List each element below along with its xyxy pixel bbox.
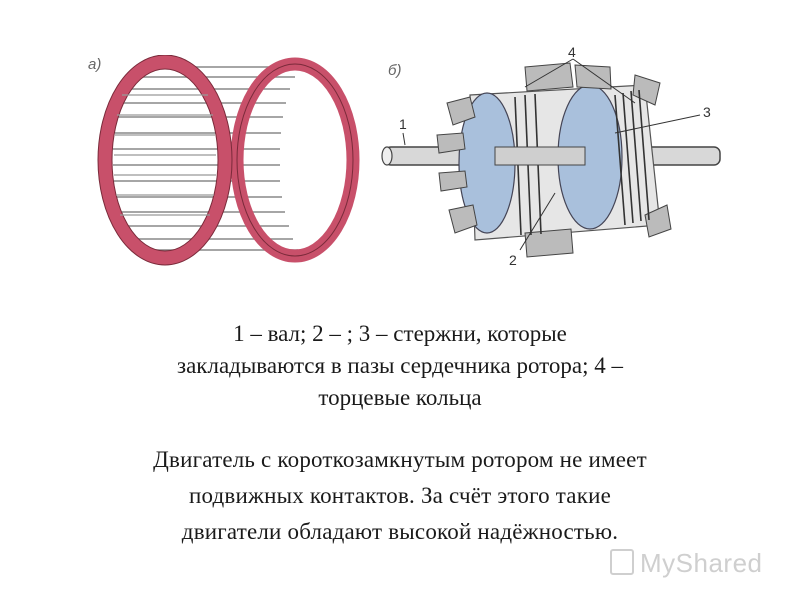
squirrel-cage-illustration: [97, 55, 360, 266]
figure-caption: 1 – вал; 2 – ; 3 – стержни, которые закл…: [130, 318, 670, 414]
body-paragraph: Двигатель с короткозамкнутым ротором не …: [90, 442, 710, 550]
back-end-ring: [230, 57, 360, 263]
callout-4: 4: [568, 45, 576, 60]
callout-2: 2: [509, 252, 517, 268]
figure-b-label: б): [388, 62, 402, 79]
caption-line-1: 1 – вал; 2 – ; 3 – стержни, которые: [233, 321, 567, 346]
watermark-text: MyShared: [640, 548, 763, 578]
figure-a-label: а): [88, 56, 102, 73]
body-line-3: двигатели обладают высокой надёжностью.: [181, 519, 619, 544]
front-end-ring: [98, 55, 232, 265]
watermark-logo-icon: [610, 549, 634, 575]
watermark: MyShared: [610, 548, 763, 579]
callout-3: 3: [703, 104, 711, 120]
caption-line-2: закладываются в пазы сердечника ротора; …: [177, 353, 623, 378]
callout-1: 1: [399, 116, 407, 132]
caption-line-3: торцевые кольца: [318, 385, 482, 410]
rotor-illustration: 1 4 3 2: [381, 45, 721, 268]
body-line-2: подвижных контактов. За счёт этого такие: [188, 483, 612, 508]
body-line-1: Двигатель с короткозамкнутым ротором не …: [153, 447, 647, 472]
